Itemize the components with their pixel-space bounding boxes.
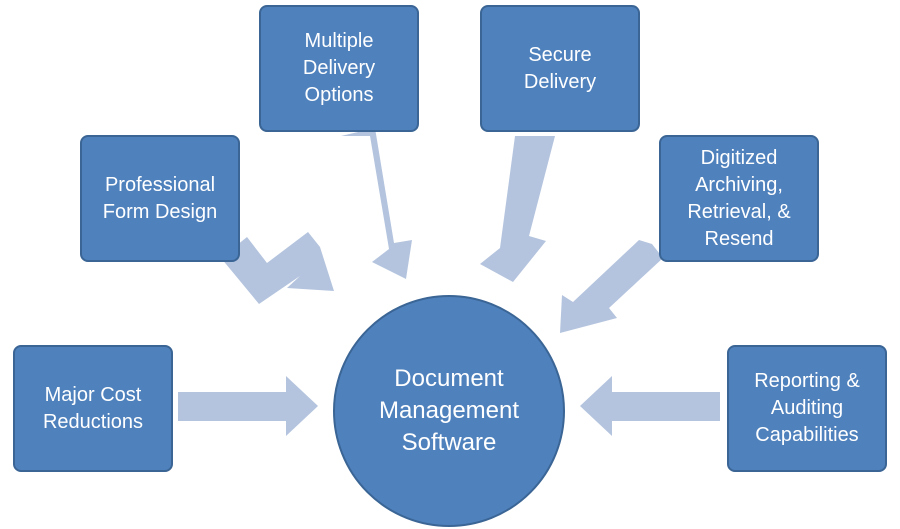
arrow-archive-to-center — [560, 240, 663, 333]
node-professional-form-design: Professional Form Design — [80, 135, 240, 262]
center-label: Document Management Software — [378, 365, 520, 456]
node-secure-delivery: Secure Delivery — [480, 5, 640, 132]
node-reporting-auditing: Reporting & Auditing Capabilities — [727, 345, 887, 472]
arrow-secure-to-center — [480, 136, 555, 282]
node-digitized-archiving: Digitized Archiving, Retrieval, & Resend — [659, 135, 819, 262]
center-document-management-software: Document Management Software — [333, 295, 565, 527]
node-label: Multiple Delivery Options — [302, 30, 376, 106]
node-label: Major Cost Reductions — [42, 383, 144, 433]
node-label: Digitized Archiving, Retrieval, & Resend — [687, 146, 791, 250]
node-major-cost-reductions: Major Cost Reductions — [13, 345, 173, 472]
arrow-form-to-center — [221, 232, 334, 304]
arrow-cost-to-center — [178, 376, 318, 436]
node-label: Secure Delivery — [523, 43, 597, 93]
node-multiple-delivery-options: Multiple Delivery Options — [259, 5, 419, 132]
node-label: Reporting & Auditing Capabilities — [754, 370, 860, 446]
arrow-reporting-to-center — [580, 376, 720, 436]
node-label: Professional Form Design — [102, 173, 218, 223]
arrow-multi-to-center — [341, 128, 412, 279]
